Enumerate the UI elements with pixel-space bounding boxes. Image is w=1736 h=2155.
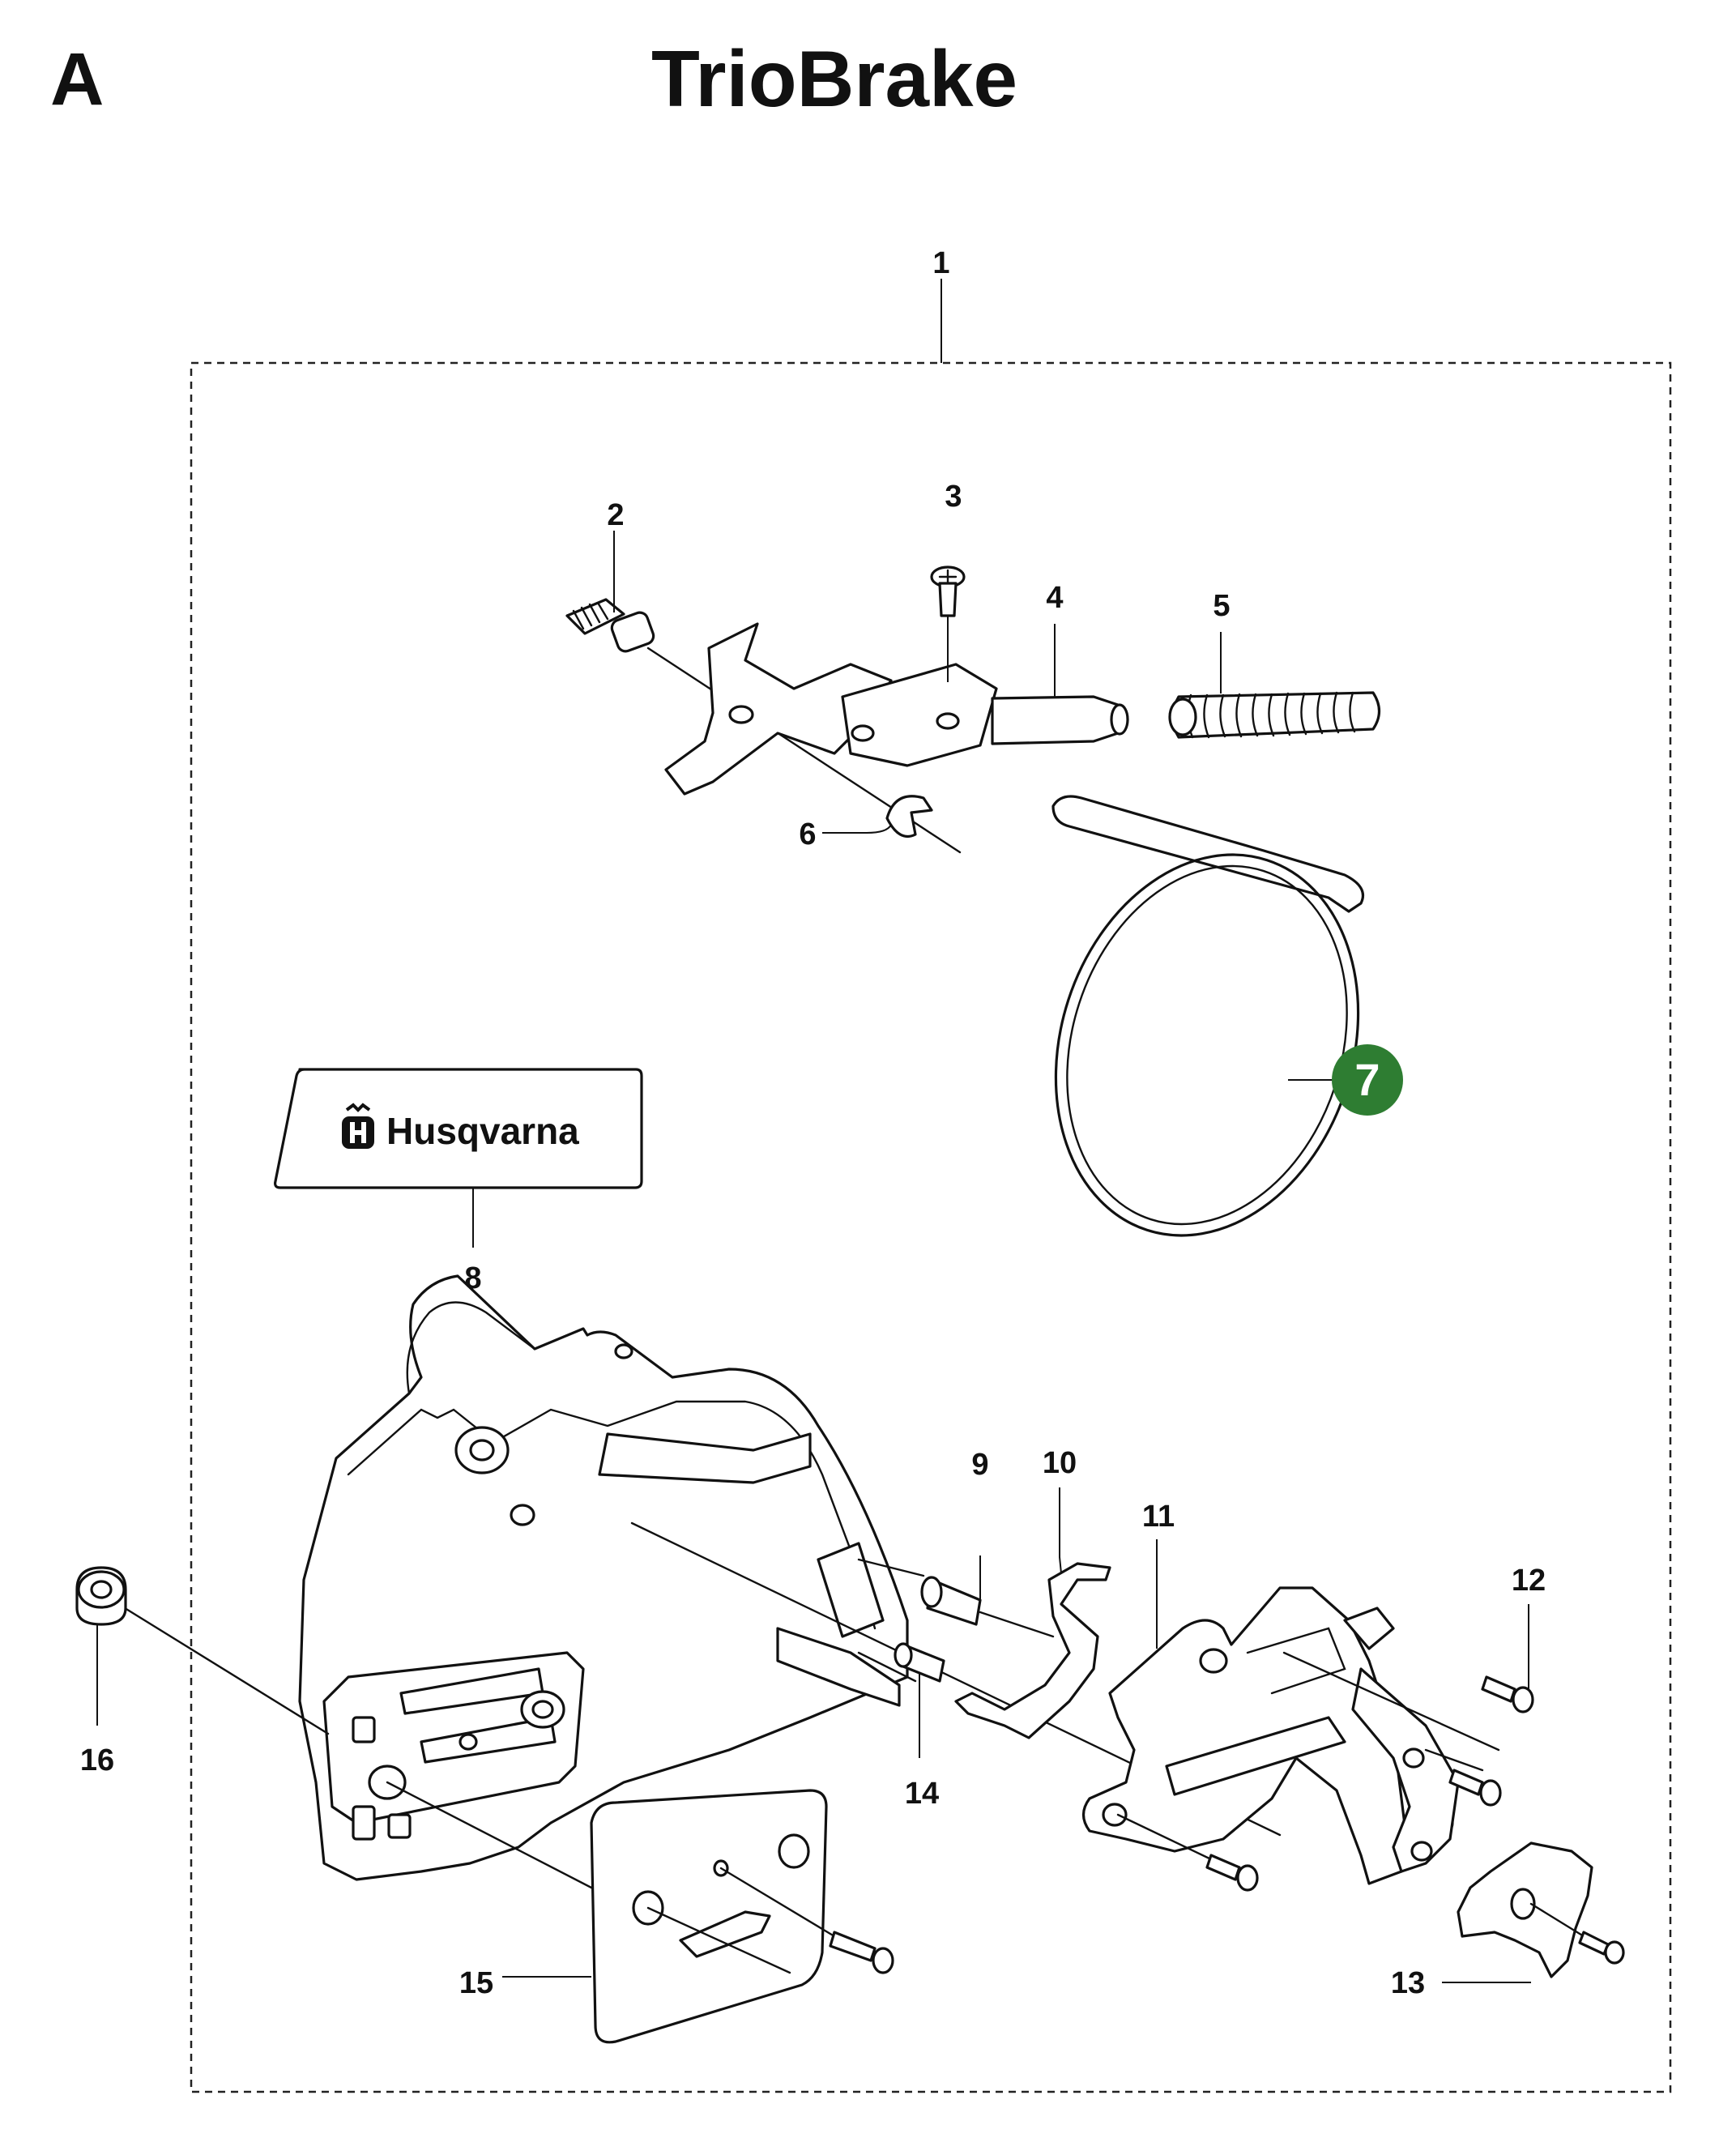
callout-7: 7 — [1354, 1054, 1380, 1105]
callout-9: 9 — [971, 1448, 988, 1482]
part-7-brake-band[interactable] — [1009, 795, 1406, 1275]
callout-13: 13 — [1391, 1966, 1425, 2000]
part-3-screw[interactable] — [930, 565, 966, 682]
brake-lever-assembly — [565, 565, 1381, 854]
leader-6 — [822, 824, 892, 834]
part-4-rod[interactable] — [991, 695, 1129, 745]
axis-line-housing-3 — [857, 1651, 917, 1683]
part-12-screw-lower[interactable] — [1116, 1813, 1259, 1892]
axis-line-nut — [110, 1598, 330, 1735]
callout-15: 15 — [459, 1966, 493, 2000]
callout-5: 5 — [1213, 589, 1230, 623]
part-13-block[interactable] — [1457, 1841, 1625, 1978]
part-8-decal[interactable]: Husqvarna — [274, 1068, 643, 1189]
part-9-bushing[interactable] — [920, 1576, 1055, 1638]
callout-1: 1 — [932, 246, 949, 280]
part-chain-brake-cover[interactable] — [298, 1274, 909, 1881]
axis-line-housing-2 — [857, 1558, 925, 1577]
brand-logo-icon — [342, 1103, 374, 1149]
callout-14: 14 — [905, 1777, 939, 1811]
section-letter: A — [50, 38, 105, 121]
part-2-knob[interactable] — [565, 598, 655, 654]
brand-logo-text: Husqvarna — [386, 1110, 579, 1152]
callout-2: 2 — [607, 498, 624, 532]
assembly-boundary — [190, 361, 1672, 2093]
callout-6: 6 — [799, 817, 816, 851]
callout-3: 3 — [945, 480, 962, 514]
part-16-nut[interactable] — [75, 1566, 127, 1626]
callout-11: 11 — [1142, 1500, 1175, 1534]
callout-10: 10 — [1043, 1446, 1077, 1480]
callout-16: 16 — [80, 1743, 114, 1777]
part-10-spring-clip[interactable] — [954, 1562, 1111, 1739]
axis-line-plate — [386, 1781, 593, 1889]
highlight-badge — [1332, 1044, 1403, 1116]
callout-7-highlight[interactable]: 7 — [1332, 1044, 1403, 1116]
page-title: TrioBrake — [650, 34, 1018, 123]
callout-4: 4 — [1046, 581, 1063, 615]
part-12-screw-top[interactable] — [1481, 1675, 1534, 1713]
part-lever-body[interactable] — [664, 622, 998, 796]
callout-12: 12 — [1512, 1564, 1546, 1598]
part-6-clip[interactable] — [885, 795, 933, 839]
part-15-cover-plate[interactable] — [590, 1789, 894, 2044]
callout-8: 8 — [464, 1261, 481, 1295]
part-14-pin[interactable] — [894, 1642, 945, 1683]
leader-10 — [1059, 1487, 1062, 1574]
part-12-screw-middle[interactable] — [1448, 1769, 1502, 1807]
part-5-spring[interactable] — [1168, 691, 1381, 739]
part-11-brake-bracket[interactable] — [1081, 1586, 1500, 1885]
